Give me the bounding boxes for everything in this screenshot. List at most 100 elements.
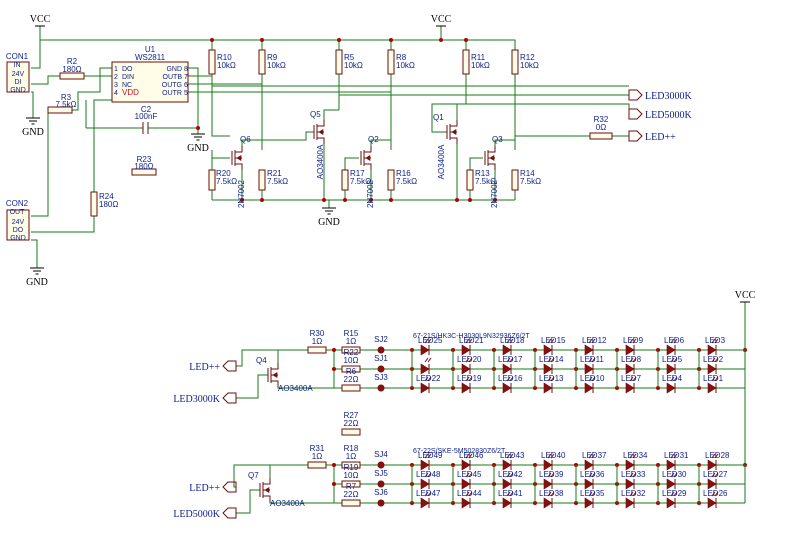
- r6-ref: R6: [346, 367, 357, 376]
- r5-ref: R5: [344, 53, 355, 62]
- led-led6: [666, 344, 676, 356]
- group2-part-label: 67-22S/SKE-5M502830Z6/2T: [413, 448, 506, 455]
- led-led15-emission: [547, 338, 552, 344]
- q5-gate-wire: [262, 131, 314, 141]
- resistor-r19: [341, 480, 361, 488]
- led-led13-emission: [550, 376, 555, 382]
- led-led30: [666, 478, 676, 490]
- label-led13: LED13: [539, 374, 564, 383]
- con2-pin-24v: 24V: [12, 219, 25, 226]
- pulldown-r14: [511, 169, 519, 191]
- label-led6: LED6: [664, 336, 685, 345]
- resistor-r22: [341, 365, 361, 373]
- pulldown-r20: [208, 169, 216, 191]
- c2-value: 100nF: [135, 112, 158, 121]
- led-led36: [584, 478, 594, 490]
- con2-ref: CON2: [6, 199, 29, 208]
- r10-ref: R10: [217, 53, 232, 62]
- net-led3000k-top-port: [628, 89, 643, 101]
- led-led12: [584, 344, 594, 356]
- label-led38: LED38: [539, 489, 564, 498]
- q4-gate-wire: [236, 374, 268, 399]
- resistor-r6: [341, 384, 361, 392]
- junction-dot: [439, 38, 443, 42]
- led-led34-emission: [629, 453, 634, 459]
- label-led10: LED10: [580, 374, 605, 383]
- q7-gate-wire: [236, 489, 260, 514]
- con2-do-wire: [31, 216, 95, 233]
- led-led5-emission: [670, 357, 675, 363]
- led-led37-emission: [591, 453, 596, 459]
- led-led29-emission: [673, 491, 678, 497]
- led-led33-emission: [629, 472, 634, 478]
- label-led11: LED11: [580, 355, 604, 364]
- label-led21: LED21: [459, 336, 484, 345]
- led-led18: [502, 344, 512, 356]
- led-led20-emission: [465, 357, 470, 363]
- label-led14: LED14: [539, 355, 564, 364]
- led-led39-emission: [547, 472, 552, 478]
- label-led39: LED39: [539, 470, 564, 479]
- led-led43-emission: [506, 453, 511, 459]
- led-led37-emission: [588, 453, 593, 459]
- label-led41: LED41: [498, 489, 523, 498]
- q2-gate-wire: [344, 157, 359, 170]
- r14-ref: R14: [520, 169, 535, 178]
- led-led3-emission: [714, 338, 719, 344]
- led-led6-emission: [670, 338, 675, 344]
- vcc-rail: [39, 26, 516, 60]
- con1-pin-di: DI: [15, 79, 22, 86]
- q4-ref: Q4: [256, 356, 267, 365]
- led-led20: [461, 363, 471, 375]
- q6-drain: [235, 146, 243, 153]
- con1-pin-24v: 24V: [12, 71, 25, 78]
- junction-dot: [468, 198, 472, 202]
- led-led13-emission: [547, 376, 552, 382]
- group1-part-label: 67-21S/HK3C-H3030L9N32936Z6/2T: [413, 333, 530, 340]
- led-led42: [502, 478, 512, 490]
- label-led15: LED15: [541, 336, 566, 345]
- r30-value: 1Ω: [312, 337, 322, 346]
- pullup-r11: [462, 49, 470, 75]
- r13-value: 7.5kΩ: [475, 177, 496, 186]
- r18-value: 1Ω: [346, 452, 356, 461]
- q5-drain-wire: [323, 109, 339, 120]
- r17-ref: R17: [350, 169, 365, 178]
- net-led5000k-top-port: [628, 108, 643, 120]
- led-led18-emission: [509, 338, 514, 344]
- resistor-r15: [341, 346, 361, 354]
- r5-value: 10kΩ: [344, 61, 363, 70]
- r11-ref: R11: [471, 53, 486, 62]
- r8-value: 10kΩ: [396, 61, 415, 70]
- q1-drain: [450, 120, 458, 127]
- jumper-sj4: [377, 461, 385, 469]
- u1-pin-vdd: VDD: [122, 88, 139, 97]
- r32-resistor: [589, 132, 613, 140]
- q4-source-wire: [277, 387, 334, 389]
- junction-dot: [343, 198, 347, 202]
- pulldown-r16: [387, 169, 395, 191]
- vcc-right: VCC: [431, 14, 452, 25]
- junction-dot: [493, 198, 497, 202]
- r23-ref: R23: [137, 155, 152, 164]
- junction-dot: [210, 38, 214, 42]
- led-led42-emission: [506, 472, 511, 478]
- u1-ws2811: [111, 61, 189, 103]
- r24-ref: R24: [99, 192, 114, 201]
- net-ledpp-top: LED++: [645, 132, 676, 143]
- led-led48: [420, 478, 430, 490]
- u1-pin-num: 1: [114, 66, 118, 73]
- label-led46: LED46: [459, 451, 484, 460]
- led-led34-emission: [632, 453, 637, 459]
- label-led18: LED18: [500, 336, 525, 345]
- led-led9: [625, 344, 635, 356]
- junction-dot: [337, 38, 341, 42]
- q2-source: [364, 163, 372, 170]
- label-led7: LED7: [621, 374, 642, 383]
- label-led37: LED37: [582, 451, 607, 460]
- led-led44: [461, 497, 471, 509]
- led-led30-emission: [673, 472, 678, 478]
- led-led31-emission: [670, 453, 675, 459]
- led-led11-emission: [588, 357, 593, 363]
